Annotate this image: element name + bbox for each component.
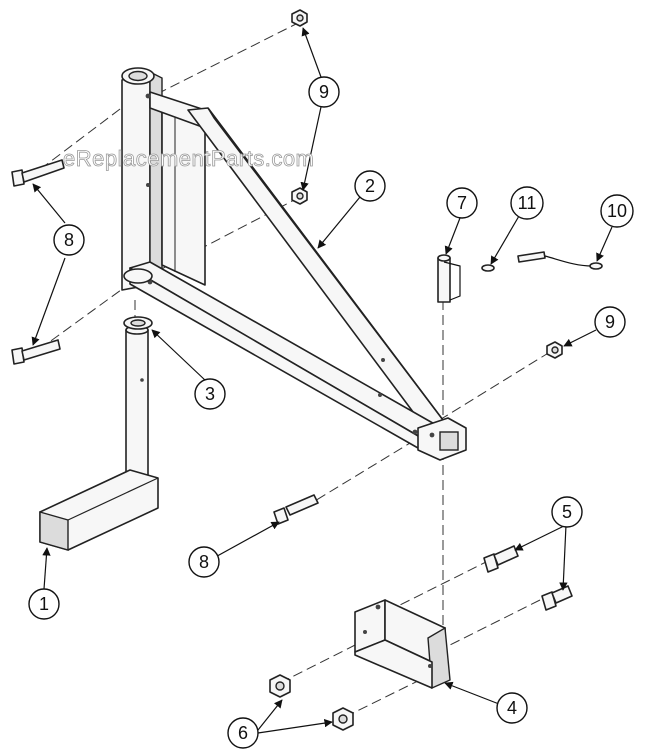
part-10-lanyard <box>517 251 603 270</box>
callout-3-label: 3 <box>205 384 215 404</box>
part-7-pin <box>437 254 461 303</box>
part-11-ring <box>481 264 495 272</box>
callout-9-top: 9 <box>308 76 340 108</box>
callout-9-right: 9 <box>594 306 626 338</box>
callout-6-label: 6 <box>238 723 248 743</box>
callout-1: 1 <box>28 588 60 620</box>
callout-2-label: 2 <box>365 176 375 196</box>
part-2-frame <box>121 67 467 461</box>
leader-lines <box>31 27 613 734</box>
callout-4: 4 <box>496 692 528 724</box>
callout-11-label: 11 <box>518 193 537 213</box>
part-8-bolt-lower <box>11 339 61 365</box>
part-6-nut-upper <box>269 674 291 698</box>
part-5-bolt-lower <box>541 585 573 611</box>
part-5-bolt-upper <box>483 545 519 573</box>
part-4-bracket <box>354 599 451 690</box>
callout-8-left-label: 8 <box>64 230 74 250</box>
callout-5: 5 <box>551 496 583 528</box>
callout-2: 2 <box>354 170 386 202</box>
part-8-bolt-upper <box>11 159 65 187</box>
callout-8-left: 8 <box>53 224 85 256</box>
callout-7: 7 <box>446 187 478 219</box>
callout-5-label: 5 <box>562 502 572 522</box>
callout-11: 11 <box>510 186 544 220</box>
callout-10-label: 10 <box>607 201 627 221</box>
part-8-bolt-middle <box>273 494 319 525</box>
callout-9-right-label: 9 <box>605 312 615 332</box>
part-1-swivel-mount <box>39 325 159 551</box>
callout-6: 6 <box>227 717 259 749</box>
callout-10: 10 <box>600 194 634 228</box>
callout-1-label: 1 <box>39 594 49 614</box>
callout-9-top-label: 9 <box>319 82 329 102</box>
callout-4-label: 4 <box>507 698 517 718</box>
callout-7-label: 7 <box>457 193 467 213</box>
part-9-nut-top <box>291 9 308 27</box>
part-9-nut-middle <box>291 187 308 205</box>
callout-8-bottom: 8 <box>188 546 220 578</box>
watermark: eReplacementParts.com <box>63 146 314 171</box>
callout-3: 3 <box>194 378 226 410</box>
callout-8-bottom-label: 8 <box>199 552 209 572</box>
part-6-nut-lower <box>332 707 354 731</box>
part-3-washer <box>123 316 153 330</box>
part-9-nut-right <box>546 341 563 359</box>
